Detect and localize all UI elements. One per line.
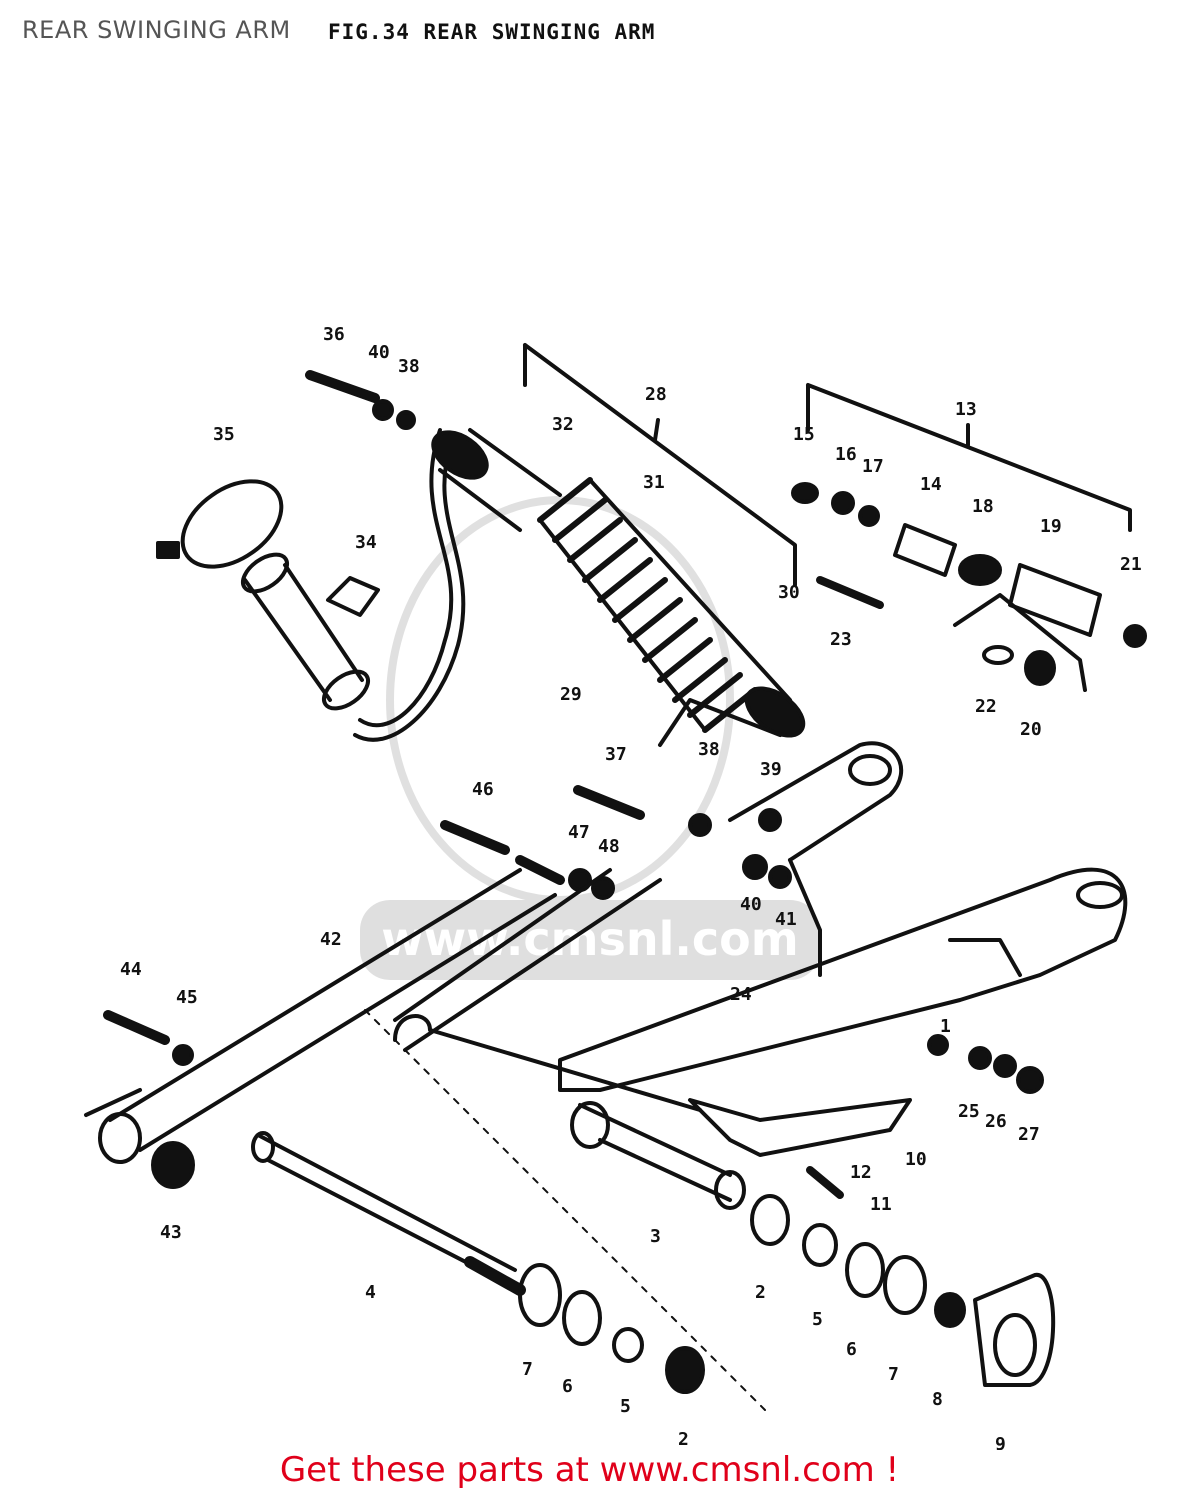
- callout-42: 42: [320, 929, 342, 950]
- callout-5b: 5: [620, 1396, 631, 1417]
- callout-7b: 7: [522, 1359, 533, 1380]
- callout-41: 41: [775, 909, 797, 930]
- callout-16: 16: [835, 444, 857, 465]
- callout-2a: 2: [755, 1282, 766, 1303]
- callout-18: 18: [972, 496, 994, 517]
- callout-32: 32: [552, 414, 574, 435]
- callout-19: 19: [1040, 516, 1062, 537]
- callout-35: 35: [213, 424, 235, 445]
- callout-6a: 6: [846, 1339, 857, 1360]
- callout-25: 25: [958, 1101, 980, 1122]
- page-title: REAR SWINGING ARM: [22, 16, 291, 44]
- callout-3: 3: [650, 1226, 661, 1247]
- callout-47: 47: [568, 822, 590, 843]
- callout-4: 4: [365, 1282, 376, 1303]
- callout-13: 13: [955, 399, 977, 420]
- callout-1: 1: [940, 1016, 951, 1037]
- callout-48: 48: [598, 836, 620, 857]
- callout-45: 45: [176, 987, 198, 1008]
- callout-12: 12: [850, 1162, 872, 1183]
- callout-7a: 7: [888, 1364, 899, 1385]
- callout-6b: 6: [562, 1376, 573, 1397]
- callout-46: 46: [472, 779, 494, 800]
- callout-40b: 40: [740, 894, 762, 915]
- callout-9: 9: [995, 1434, 1006, 1450]
- callout-21: 21: [1120, 554, 1142, 575]
- callout-11: 11: [870, 1194, 892, 1215]
- callout-8: 8: [932, 1389, 943, 1410]
- callout-38b: 38: [698, 739, 720, 760]
- callout-24: 24: [730, 984, 752, 1005]
- callout-43: 43: [160, 1222, 182, 1243]
- callout-28: 28: [645, 384, 667, 405]
- callout-31: 31: [643, 472, 665, 493]
- callout-22: 22: [975, 696, 997, 717]
- figure-title: FIG.34 REAR SWINGING ARM: [328, 20, 656, 44]
- callout-20: 20: [1020, 719, 1042, 740]
- callout-29: 29: [560, 684, 582, 705]
- callout-34: 34: [355, 532, 377, 553]
- callout-23: 23: [830, 629, 852, 650]
- callout-44: 44: [120, 959, 142, 980]
- callout-2b: 2: [678, 1429, 689, 1450]
- callout-26: 26: [985, 1111, 1007, 1132]
- watermark-text: www.cmsnl.com: [381, 912, 798, 966]
- callout-5a: 5: [812, 1309, 823, 1330]
- callout-27: 27: [1018, 1124, 1040, 1145]
- callout-39: 39: [760, 759, 782, 780]
- exploded-parts-diagram: www.cmsnl.com: [84, 324, 1147, 1450]
- callout-37: 37: [605, 744, 627, 765]
- callout-30: 30: [778, 582, 800, 603]
- callout-38: 38: [398, 356, 420, 377]
- callout-36: 36: [323, 324, 345, 345]
- callout-10: 10: [905, 1149, 927, 1170]
- callout-40: 40: [368, 342, 390, 363]
- callout-15: 15: [793, 424, 815, 445]
- callout-14: 14: [920, 474, 942, 495]
- callout-17: 17: [862, 456, 884, 477]
- footer-link-text[interactable]: Get these parts at www.cmsnl.com !: [279, 1450, 900, 1490]
